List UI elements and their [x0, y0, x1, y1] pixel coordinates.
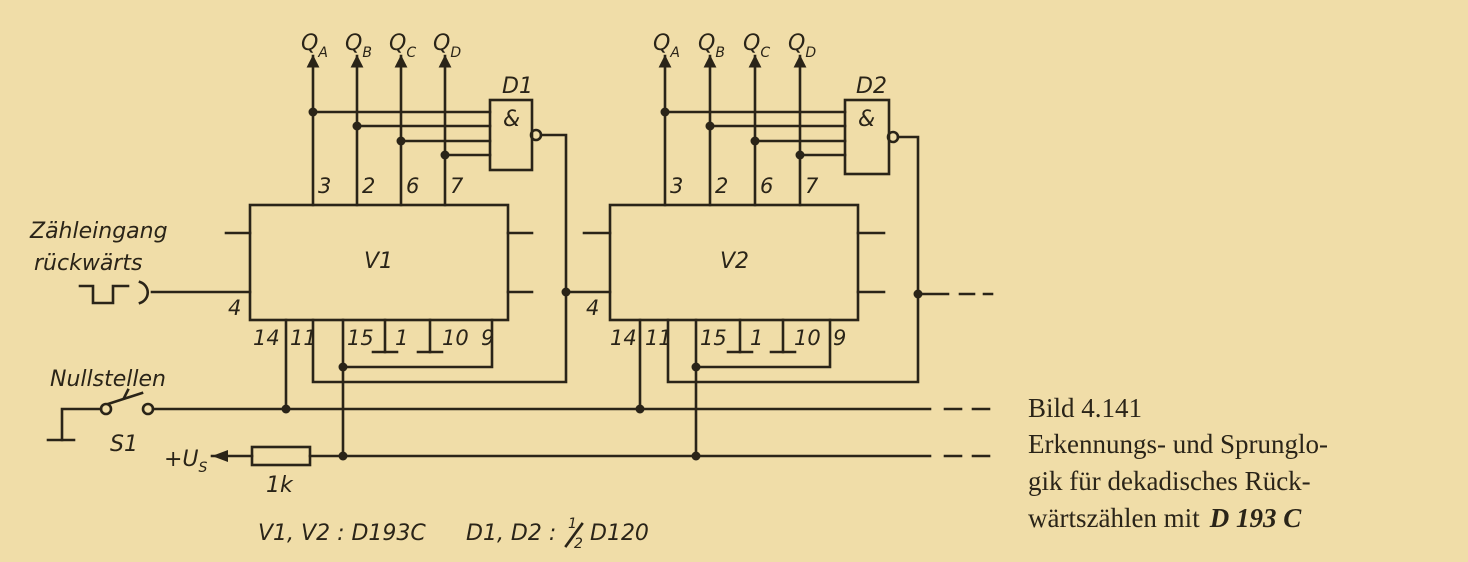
counter-v1 [248, 203, 510, 322]
pin-label: 14 [253, 326, 280, 350]
counter-label-v2: V2 [720, 249, 749, 274]
resistor-label: 1k [266, 473, 294, 498]
pin-label: 3 [670, 174, 683, 198]
qc-label-1: QC [389, 31, 416, 61]
pin-label: 6 [406, 174, 419, 198]
stage-v1: QA QB QC QD & D1 V1 3 2 6 7 [150, 31, 612, 461]
caption-line2: gik für dekadisches Rück- [1028, 466, 1311, 496]
pin-label: 6 [760, 174, 773, 198]
gate-label-d1: D1 [502, 74, 533, 99]
pin-label: 14 [610, 326, 637, 350]
qb-label-1: QB [345, 31, 372, 61]
pin-label: 11 [290, 326, 317, 350]
caption-number: Bild 4.141 [1028, 393, 1142, 423]
qa-label-1: QA [301, 31, 328, 61]
qd-label-1: QD [433, 31, 461, 61]
resistor-1k [250, 445, 312, 467]
counter-v2 [608, 203, 860, 322]
switch-label: S1 [110, 432, 138, 457]
input-section: Zähleingang rückwärts [29, 219, 168, 305]
pin-label: 2 [715, 174, 728, 198]
legend-counters: V1, V2 : D193C [258, 521, 426, 546]
counter-label-v1: V1 [364, 249, 393, 274]
gate-symbol-d2: & [858, 107, 875, 132]
pin-label: 9 [833, 326, 846, 350]
pin-label: 4 [228, 296, 241, 320]
component-legend: V1, V2 : D193C D1, D2 : 1 2 D120 [258, 516, 649, 552]
pin-label: 10 [442, 326, 469, 350]
gate-label-d2: D2 [856, 74, 887, 99]
pin-label: 3 [318, 174, 331, 198]
qc-label-2: QC [743, 31, 770, 61]
fraction-denominator: 2 [574, 536, 583, 552]
legend-gates-type: D120 [590, 521, 649, 546]
input-label-line1: Zähleingang [29, 219, 168, 244]
gate-symbol-d1: & [503, 107, 520, 132]
fraction-numerator: 1 [568, 516, 577, 532]
pulse-symbol [78, 284, 130, 305]
legend-gates-prefix: D1, D2 : [466, 521, 556, 546]
pin-label: 7 [450, 174, 464, 198]
pin-label: 2 [362, 174, 375, 198]
supply-label: +US [164, 447, 208, 476]
pin-label: 4 [586, 296, 599, 320]
pin-label: 1 [750, 326, 763, 350]
pin-label: 1 [395, 326, 408, 350]
reset-label: Nullstellen [50, 367, 166, 392]
pin-label: 7 [805, 174, 819, 198]
figure-caption: Bild 4.141 Erkennungs- und Sprunglo- gik… [1028, 393, 1328, 533]
input-label-line2: rückwärts [34, 251, 142, 276]
caption-line1: Erkennungs- und Sprunglo- [1028, 429, 1328, 459]
qb-label-2: QB [698, 31, 725, 61]
qa-label-2: QA [653, 31, 680, 61]
qd-label-2: QD [788, 31, 816, 61]
stage-v2: QA QB QC QD & D2 V2 3 2 6 7 4 14 11 15 1 [582, 31, 994, 461]
switch-contact-right [141, 402, 155, 416]
pin-label: 15 [700, 326, 727, 350]
pin-label: 15 [347, 326, 374, 350]
pin-label: 10 [794, 326, 821, 350]
reset-section: Nullstellen S1 [46, 367, 994, 457]
pin-label: 11 [645, 326, 672, 350]
supply-section: +US 1k [164, 445, 994, 498]
switch-contact-left [99, 402, 113, 416]
input-socket [138, 280, 149, 305]
